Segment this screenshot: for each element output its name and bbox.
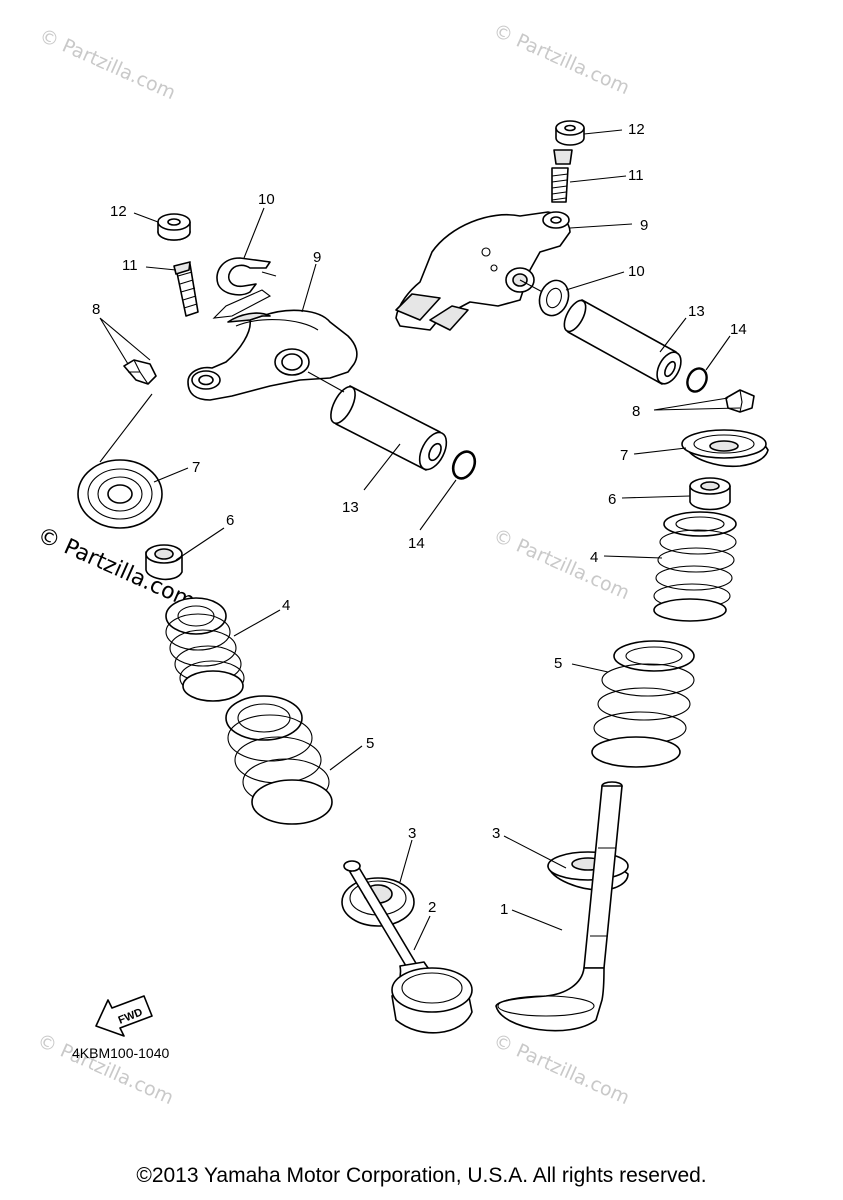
watermark-mid-right: © Partzilla.com	[490, 524, 633, 604]
callout-11-right: 11	[628, 167, 644, 184]
valve-left	[343, 860, 473, 1034]
rocker-arm-right	[395, 211, 571, 331]
inner-spring-left	[165, 597, 245, 702]
valve-cotters-left	[123, 359, 157, 385]
callout-1: 1	[500, 901, 508, 918]
callout-11-left: 11	[122, 257, 138, 274]
rocker-arm-left	[187, 289, 358, 401]
inner-spring-right	[653, 511, 737, 622]
valve-right	[495, 781, 623, 1032]
rocker-shaft-right	[563, 299, 682, 385]
rocker-shaft-left	[307, 371, 448, 471]
callout-4-right: 4	[590, 549, 598, 566]
callout-3-right: 3	[492, 825, 500, 842]
watermark-top-right: © Partzilla.com	[490, 19, 633, 99]
outer-spring-left	[225, 695, 333, 825]
callout-9-right: 9	[640, 217, 648, 234]
watermark-bottom-right: © Partzilla.com	[490, 1029, 633, 1109]
spring-seat-right	[547, 851, 629, 891]
callout-10-right: 10	[628, 263, 645, 280]
copyright-notice: ©2013 Yamaha Motor Corporation, U.S.A. A…	[136, 1164, 707, 1187]
leader-lines	[99, 129, 741, 951]
callout-14-left: 14	[408, 535, 425, 552]
callout-13-right: 13	[688, 303, 705, 320]
callout-7-left: 7	[192, 459, 200, 476]
o-ring-right	[686, 367, 708, 393]
valve-seal-left	[145, 544, 183, 581]
outer-spring-right	[591, 640, 695, 768]
circlip-left	[216, 257, 277, 296]
watermarks: © Partzilla.com © Partzilla.com © Partzi…	[34, 19, 633, 1109]
callout-2: 2	[428, 899, 436, 916]
callout-5-right: 5	[554, 655, 562, 672]
callout-4-left: 4	[282, 597, 290, 614]
callout-13-left: 13	[342, 499, 359, 516]
nut-right	[555, 120, 585, 146]
callout-9-left: 9	[313, 249, 321, 266]
forward-arrow-icon: FWD	[95, 995, 153, 1037]
callout-3-left: 3	[408, 825, 416, 842]
callout-10-left: 10	[258, 191, 275, 208]
callout-7-right: 7	[620, 447, 628, 464]
circlip-right	[538, 279, 570, 317]
adjuster-screw-right	[551, 149, 573, 203]
valve-seal-right	[689, 477, 731, 511]
callout-numbers: 12 11 10 9 8 7 6 4 5 13 14 3 2 12 11 9 1…	[92, 121, 747, 918]
adjuster-screw-left	[173, 261, 199, 317]
callout-12-right: 12	[628, 121, 645, 138]
callout-8-left: 8	[92, 301, 100, 318]
spring-retainer-right	[681, 429, 769, 468]
callout-8-right: 8	[632, 403, 640, 420]
callout-14-right: 14	[730, 321, 747, 338]
nut-left	[157, 213, 191, 241]
diagram-code: 4KBM100-1040	[72, 1045, 170, 1061]
o-ring-left	[451, 450, 477, 480]
callout-12-left: 12	[110, 203, 127, 220]
callout-6-right: 6	[608, 491, 616, 508]
spring-retainer-left	[77, 459, 163, 529]
watermark-bottom-left: © Partzilla.com	[34, 1029, 177, 1109]
callout-6-left: 6	[226, 512, 234, 529]
watermark-top-left: © Partzilla.com	[36, 24, 179, 104]
callout-5-left: 5	[366, 735, 374, 752]
